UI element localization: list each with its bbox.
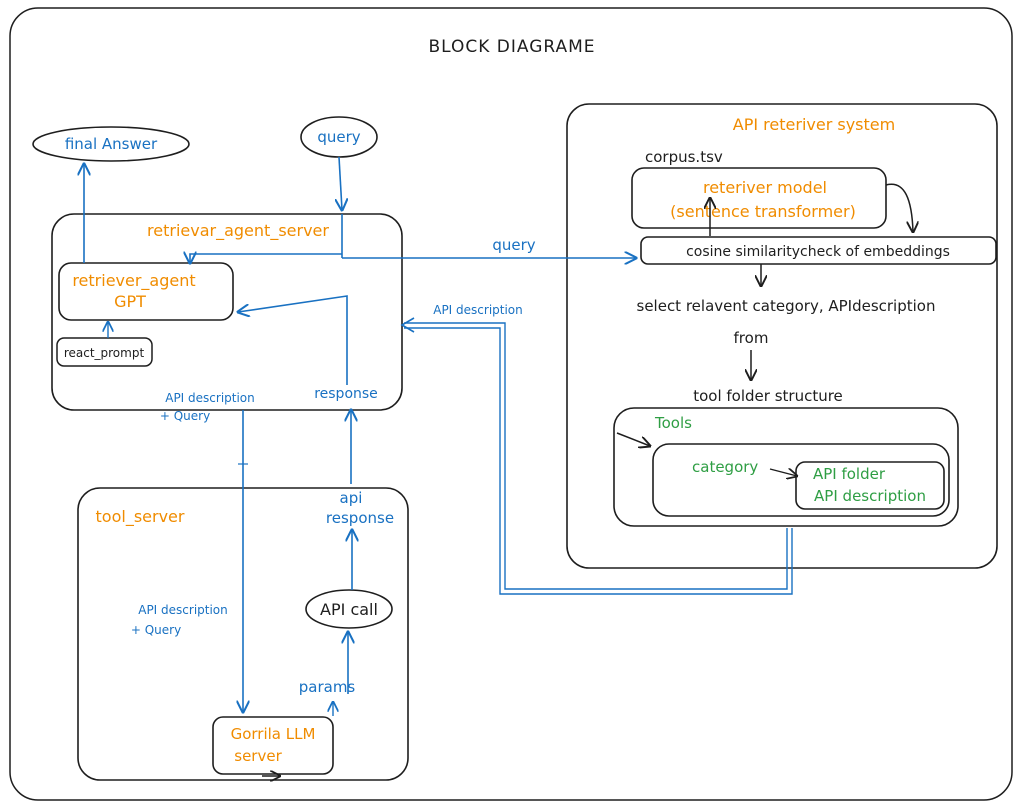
api-response-label-1: api (340, 489, 363, 507)
api-response-label-2: response (326, 509, 394, 527)
category-box (652, 443, 950, 517)
tool-folder-structure-label: tool folder structure (693, 387, 843, 405)
select-relavent-label: select relavent category, APIdescription (637, 297, 936, 315)
api-folder-box (795, 461, 945, 510)
arrow-response-to-agent (238, 295, 348, 385)
tools-box (613, 407, 959, 527)
api-desc-query-bottom-plus: + Query (131, 623, 181, 637)
cosine-similarity-label: cosine similaritycheck of embeddings (686, 244, 950, 260)
arrow-query-down (339, 156, 342, 210)
react-prompt-label: react_prompt (64, 346, 145, 360)
api-description-folder-label: API description (814, 487, 926, 505)
api-reteriver-system-box (566, 103, 998, 569)
reteriver-model-label: reteriver model (703, 178, 827, 197)
api-reteriver-system-label: API reteriver system (733, 115, 895, 134)
tool-server-label: tool_server (96, 507, 185, 527)
reteriver-model-box (631, 167, 887, 229)
query-node-label: query (317, 128, 360, 146)
api-desc-query-top-label: API description (165, 391, 255, 405)
corpus-label: corpus.tsv (645, 148, 723, 166)
api-description-feedback-outer (404, 327, 793, 595)
sentence-transformer-label: (sentence transformer) (670, 202, 856, 221)
arrow-category-to-api-folder (769, 469, 797, 476)
diagram-title: BLOCK DIAGRAME (428, 37, 595, 57)
from-label: from (734, 329, 769, 347)
final-answer-label: final Answer (65, 135, 158, 153)
gorrila-llm-label: Gorrila LLM (231, 725, 316, 743)
api-description-feedback-inner (404, 322, 788, 590)
retriever-agent-box (58, 262, 234, 321)
cosine-similarity-box (640, 236, 997, 265)
api-call-node (305, 589, 393, 629)
retrievar-agent-server-label: retrievar_agent_server (147, 221, 329, 241)
api-description-feedback-head (400, 317, 415, 333)
api-desc-query-bottom-label: API description (138, 603, 228, 617)
outer-frame (9, 7, 1013, 801)
retriever-agent-gpt-label: GPT (114, 292, 146, 311)
api-call-label: API call (320, 600, 378, 619)
category-label: category (692, 458, 758, 476)
query-arrow-label: query (492, 236, 535, 254)
arrow-model-to-cosine (885, 183, 913, 232)
tools-label: Tools (654, 414, 692, 432)
final-answer-node (32, 126, 190, 162)
react-prompt-box (56, 337, 153, 367)
arrow-into-tools (616, 432, 650, 446)
gorrila-server-label: server (234, 747, 282, 765)
retriever-agent-label: retriever_agent (72, 271, 195, 291)
api-description-arrow-label: API description (433, 303, 523, 317)
api-folder-label: API folder (813, 465, 886, 483)
response-label: response (314, 386, 378, 402)
params-label: params (299, 678, 356, 696)
retrievar-agent-server-box (51, 213, 403, 411)
arrow-query-to-agent (190, 254, 342, 263)
api-desc-query-top-plus: + Query (160, 409, 210, 423)
